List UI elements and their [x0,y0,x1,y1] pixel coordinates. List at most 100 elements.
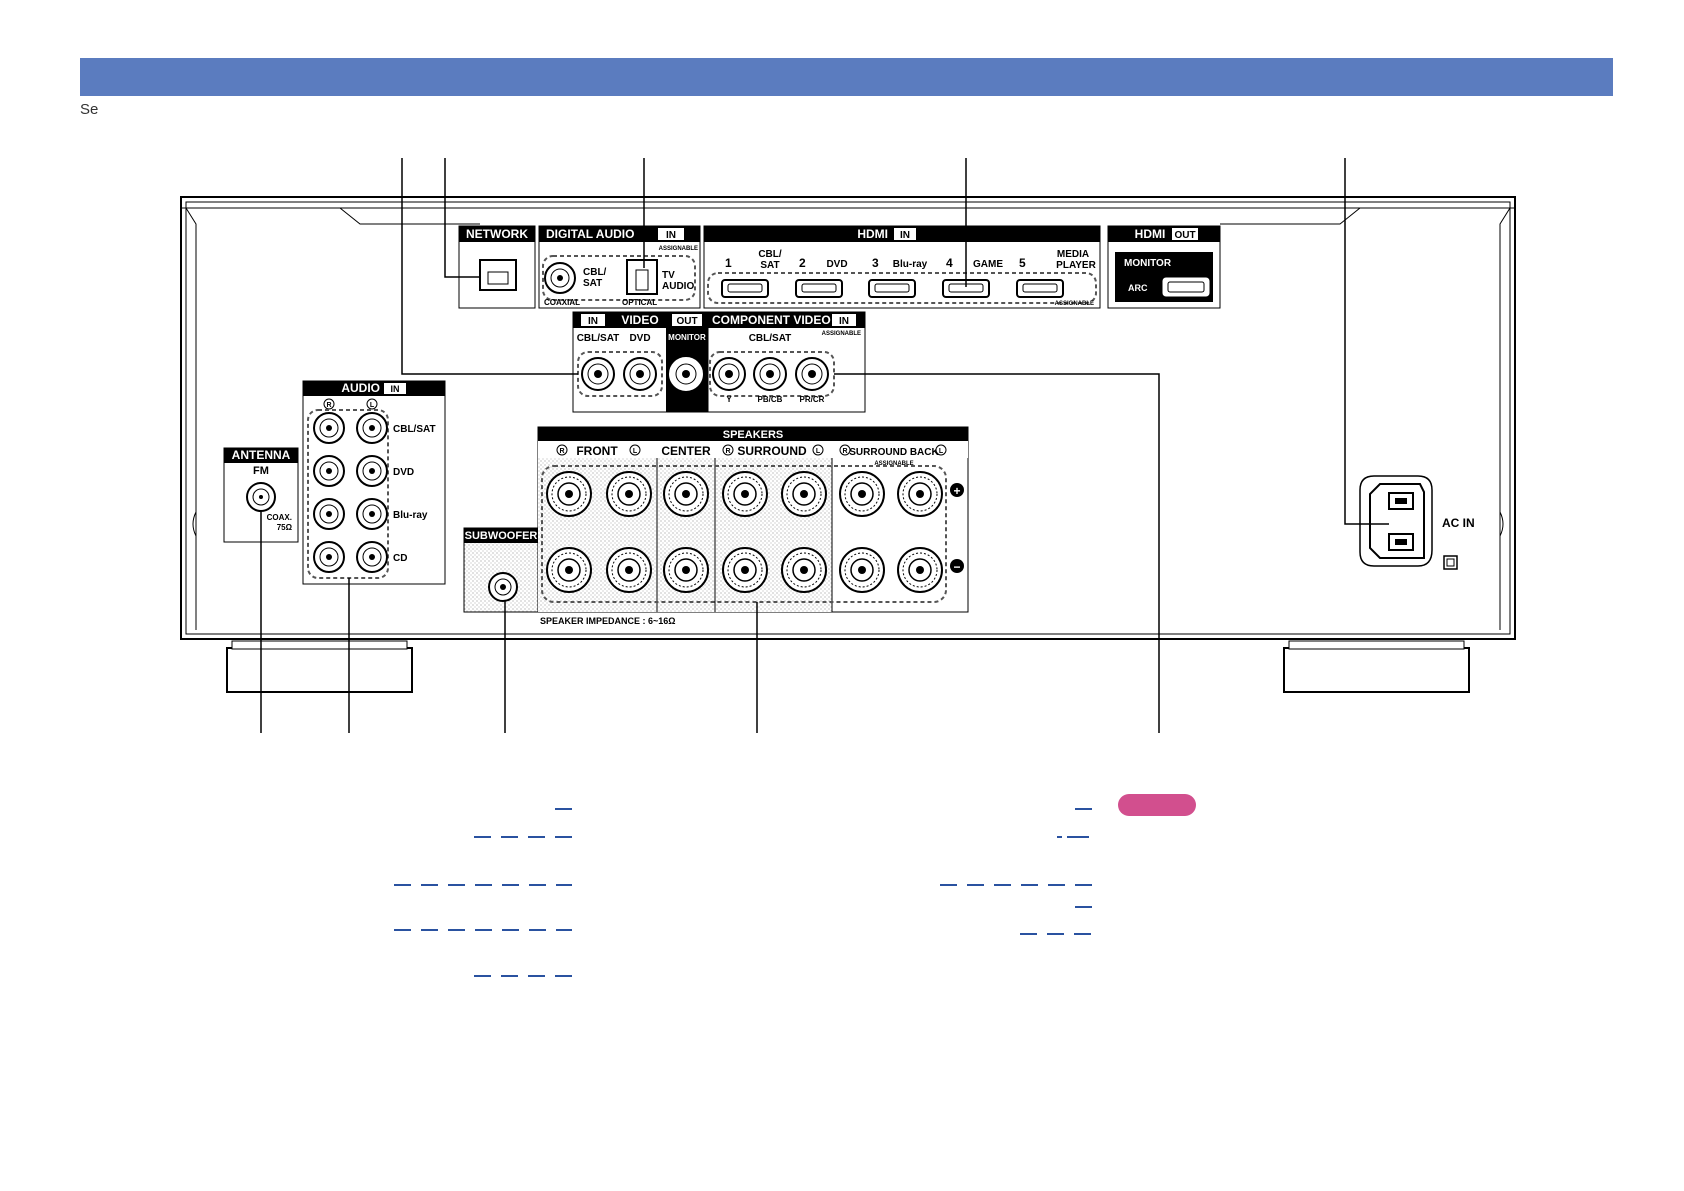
hdmi-input-number: 2 [799,256,806,270]
hdmi-input-number: 3 [872,256,879,270]
video-monitor-label: MONITOR [668,333,706,342]
left-foot [226,647,413,693]
hdmi-out-port-icon [1162,277,1210,297]
link-dash[interactable] [940,884,1092,886]
hdmi-monitor-label: MONITOR [1124,258,1172,269]
speakers-title: SPEAKERS [723,429,784,441]
video-cbl-label: CBL/SAT [577,333,620,344]
speakers-section: SPEAKERS R FRONT L CENTER R SURROUND L R… [537,426,969,626]
component-in-badge: IN [839,316,849,327]
hdmi-input-label: DVD [826,259,847,270]
speaker-impedance-label: SPEAKER IMPEDANCE : 6~16Ω [540,616,676,626]
optical-tv-line2: AUDIO [662,281,694,292]
link-dash[interactable] [474,836,572,838]
component-title: COMPONENT VIDEO [712,313,831,327]
hdmi-in-title: HDMI [857,227,888,241]
center-label: CENTER [661,444,711,458]
coax-label-line1: COAX. [267,513,292,522]
coax-cbl-line2: SAT [583,278,602,289]
network-title: NETWORK [466,227,528,241]
section-subtitle: Se [80,101,99,118]
front-label: FRONT [576,444,618,458]
hdmi1-label-line2: SAT [760,260,779,271]
link-dash[interactable] [474,975,572,977]
hdmi-out-section: HDMI OUT MONITOR ARC [1107,225,1221,309]
digital-audio-in-badge: IN [666,230,676,241]
ac-in-section: AC IN [1359,475,1475,570]
component-assignable: ASSIGNABLE [822,331,861,337]
antenna-title: ANTENNA [232,448,291,462]
surround-back-label: SURROUND BACK [849,447,939,458]
hdmi-input-number: 5 [1019,256,1026,270]
surround-l-label: L [816,448,821,455]
ac-in-label: AC IN [1442,516,1475,530]
component-cbl-label: CBL/SAT [749,333,792,344]
link-dash[interactable] [394,929,572,931]
right-foot [1283,647,1470,693]
hdmi-out-badge: OUT [1174,230,1195,241]
audio-l-label: L [370,402,375,409]
audio-in-badge: IN [391,384,400,394]
chassis [180,196,1516,693]
video-title: VIDEO [621,313,658,327]
hdmi-in-assignable: ASSIGNABLE [1055,301,1094,307]
link-dash[interactable] [1020,933,1092,935]
optical-tv-line1: TV [662,270,675,281]
surround-label: SURROUND [737,444,807,458]
hdmi-out-title: HDMI [1135,227,1166,241]
link-dash[interactable] [1075,808,1092,810]
network-section: NETWORK [458,225,536,309]
audio-r-label: R [326,402,331,409]
link-dash[interactable] [555,808,572,810]
plus-label: + [953,484,960,498]
front-r-label: R [559,448,564,455]
link-dash[interactable] [1075,906,1092,908]
audio-input-label: DVD [393,467,414,478]
hdmi-input-number: 1 [725,256,732,270]
audio-input-label: CD [393,553,407,564]
optical-jack-icon [626,259,658,295]
audio-input-label: CBL/SAT [393,424,436,435]
subwoofer-section: SUBWOOFER [463,527,539,613]
hdmi-input-label: Blu-ray [893,259,928,270]
digital-audio-assignable: ASSIGNABLE [659,246,698,252]
hdmi-input-label: GAME [973,259,1003,270]
coax-cbl-line1: CBL/ [583,267,607,278]
hdmi-in-badge: IN [900,230,910,241]
note-badge[interactable] [1118,794,1196,816]
coax-label-line2: 75Ω [277,523,293,532]
video-section: IN VIDEO OUT CBL/SAT DVD MONITOR [572,311,709,413]
component-video-section: COMPONENT VIDEO IN CBL/SAT ASSIGNABLE Y P… [707,311,866,413]
callout-lines [260,158,1389,733]
hdmi5-label-line2: PLAYER [1056,260,1096,271]
audio-input-label: Blu-ray [393,510,428,521]
antenna-fm-label: FM [253,465,269,477]
hdmi1-label-line1: CBL/ [758,249,782,260]
surround-r-label: R [725,448,730,455]
section-header-bar [80,58,1613,96]
audio-title: AUDIO [341,381,380,395]
hdmi-input-port-icon [868,279,916,298]
link-dash[interactable] [1057,836,1092,838]
component-jack-label: PB/CB [758,395,783,404]
component-jack-label: Y [726,395,732,404]
digital-audio-title: DIGITAL AUDIO [546,227,634,241]
coaxial-label: COAXIAL [544,298,580,307]
hdmi-arc-label: ARC [1128,283,1148,293]
digital-audio-section: DIGITAL AUDIO IN ASSIGNABLE CBL/ SAT TV … [538,225,701,309]
hdmi5-label-line1: MEDIA [1057,249,1089,260]
video-out-badge: OUT [676,316,697,327]
video-dvd-label: DVD [629,333,650,344]
sb-l-label: L [939,448,944,455]
class2-symbol-icon [1443,555,1458,570]
hdmi-input-port-icon [795,279,843,298]
front-l-label: L [633,448,638,455]
subwoofer-title: SUBWOOFER [465,530,538,542]
link-dash[interactable] [394,884,572,886]
minus-label: − [953,560,960,574]
ethernet-port-icon [479,259,517,291]
sb-r-label: R [842,448,847,455]
